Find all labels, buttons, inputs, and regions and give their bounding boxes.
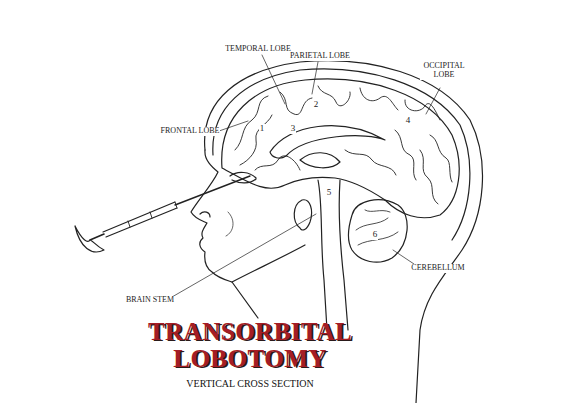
- jaw-line: [232, 245, 305, 282]
- part-label: FRONTAL LOBE: [160, 127, 221, 136]
- ear: [294, 200, 311, 230]
- brain-gyri: [235, 86, 452, 204]
- part-label: OCCIPITAL LOBE: [420, 62, 468, 80]
- skull-inner: [213, 69, 470, 240]
- cheek: [226, 212, 233, 236]
- callout-number: 4: [405, 116, 412, 126]
- brain-outline: [222, 79, 459, 218]
- cerebellum: [348, 200, 407, 262]
- callout-number: 6: [372, 230, 379, 240]
- callout-number: 3: [290, 124, 297, 134]
- part-label: CEREBELLUM: [410, 264, 465, 273]
- part-label: BRAIN STEM: [125, 296, 175, 305]
- part-label: TEMPORAL LOBE: [224, 45, 292, 54]
- brain-stem: [318, 180, 348, 330]
- eye: [230, 172, 256, 183]
- diagram-caption: VERTICAL CROSS SECTION: [186, 378, 313, 389]
- leader-lines: [172, 55, 440, 297]
- nostril: [200, 212, 210, 217]
- face-profile: [191, 150, 258, 318]
- callout-number: 2: [313, 100, 320, 110]
- callout-number: 5: [326, 188, 333, 198]
- callout-number: 1: [259, 124, 266, 134]
- diagram-title: TRANSORBITAL LOBOTOMY: [130, 318, 370, 372]
- thalamus: [300, 153, 340, 168]
- orbitoclast: [75, 176, 250, 252]
- part-label: PARIETAL LOBE: [289, 52, 351, 61]
- cerebellum-folia: [356, 210, 398, 245]
